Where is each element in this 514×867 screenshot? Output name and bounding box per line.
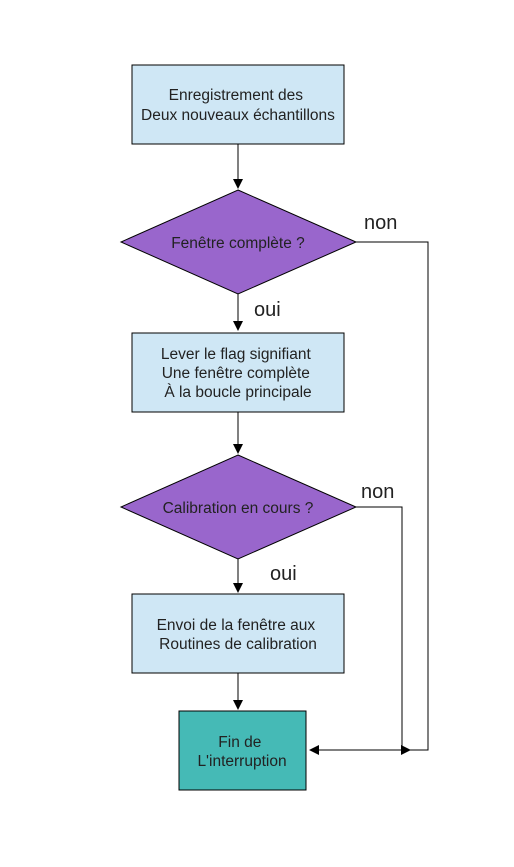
- process-box-flag: Lever le flag signifiant Une fenêtre com…: [131, 332, 345, 413]
- record-line-2: Deux nouveaux échantillons: [141, 107, 335, 124]
- send-line-2: Routines de calibration: [159, 636, 317, 653]
- connector-window-no: [309, 241, 429, 755]
- connector-calibration-no: [356, 506, 411, 755]
- decision-calibration-label: Calibration en cours ?: [163, 500, 314, 517]
- terminal-box-end: Fin de L'interruption: [178, 710, 307, 791]
- process-box-record-text: Enregistrement des Deux nouveaux échanti…: [141, 87, 335, 124]
- decision-window-complete: Fenêtre complète ?: [119, 189, 358, 295]
- process-box-record: Enregistrement des Deux nouveaux échanti…: [131, 64, 345, 145]
- decision-window-label: Fenêtre complète ?: [171, 235, 305, 252]
- flag-line-3: À la boucle principale: [164, 384, 311, 401]
- decision-window-yes-label: oui: [254, 299, 281, 321]
- send-line-1: Envoi de la fenêtre aux: [157, 617, 316, 634]
- record-line-1: Enregistrement des: [169, 87, 304, 104]
- decision-calibration: Calibration en cours ?: [119, 454, 358, 560]
- flag-line-1: Lever le flag signifiant: [161, 346, 312, 363]
- end-line-2: L'interruption: [197, 753, 286, 770]
- process-box-flag-text: Lever le flag signifiant Une fenêtre com…: [161, 346, 315, 401]
- process-box-send-text: Envoi de la fenêtre aux Routines de cali…: [157, 617, 320, 653]
- terminal-box-end-text: Fin de L'interruption: [197, 734, 286, 770]
- decision-calibration-no-label: non: [361, 481, 394, 503]
- decision-window-no-label: non: [364, 212, 397, 234]
- process-box-send: Envoi de la fenêtre aux Routines de cali…: [131, 593, 345, 674]
- end-line-1: Fin de: [218, 734, 261, 751]
- decision-calibration-yes-label: oui: [270, 563, 297, 585]
- flag-line-2: Une fenêtre complète: [162, 365, 310, 382]
